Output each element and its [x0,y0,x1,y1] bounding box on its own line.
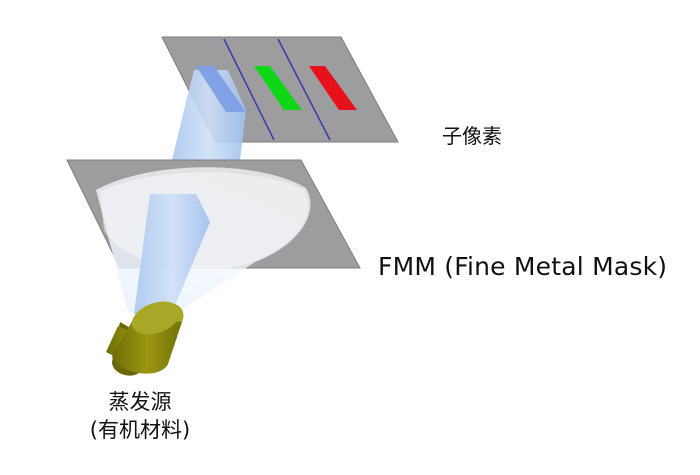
subpixel-divider [277,38,331,141]
subpixel-divider [223,38,275,141]
organic-material-label: (有机材料) [89,418,191,442]
blue-subpixel [196,66,246,112]
green-subpixel [254,66,302,110]
evaporation-source-label: 蒸发源 [108,390,172,414]
vapor-beam-lower [134,194,210,322]
fmm-label: FMM (Fine Metal Mask) [378,252,668,281]
red-subpixel [309,66,357,110]
subpixel-label: 子像素 [442,124,502,148]
evaporation-source [106,301,184,376]
